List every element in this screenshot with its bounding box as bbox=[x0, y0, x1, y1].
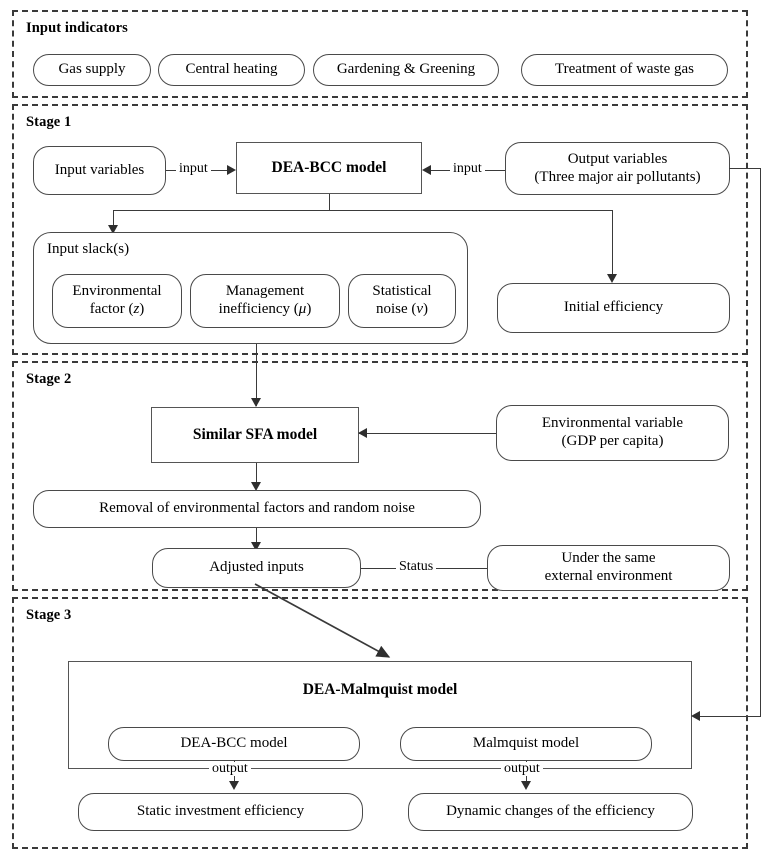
input-indicators-title: Input indicators bbox=[26, 20, 128, 36]
node-dea-bcc-model-stage1[interactable]: DEA-BCC model bbox=[236, 142, 422, 194]
statistical-noise-line2: noise (v) bbox=[375, 301, 429, 317]
stage2-title: Stage 2 bbox=[26, 371, 72, 387]
arrowhead-envvar-to-sfa bbox=[358, 427, 367, 438]
node-input-variables[interactable]: Input variables bbox=[33, 146, 166, 195]
edge-removal-to-adjusted bbox=[256, 528, 257, 548]
arrowhead-outputvars-to-deabcc bbox=[422, 164, 431, 175]
edge-deabcc-to-initial-efficiency bbox=[612, 210, 613, 276]
arrowhead-to-dynamic-changes bbox=[520, 781, 531, 790]
arrowhead-to-initial-efficiency bbox=[606, 274, 617, 283]
dea-malmquist-title: DEA-Malmquist model bbox=[302, 681, 458, 698]
statistical-noise-line1: Statistical bbox=[372, 283, 432, 300]
stage1-title: Stage 1 bbox=[26, 114, 72, 130]
output-variables-line2: (Three major air pollutants) bbox=[534, 168, 701, 185]
node-dynamic-changes-efficiency[interactable]: Dynamic changes of the efficiency bbox=[408, 793, 693, 831]
edge-label-status: Status bbox=[396, 560, 437, 574]
node-dea-bcc-model-stage3[interactable]: DEA-BCC model bbox=[108, 727, 360, 761]
edge-deabcc-to-slack bbox=[113, 210, 114, 227]
node-gas-supply[interactable]: Gas supply bbox=[33, 54, 151, 86]
stage3-title: Stage 3 bbox=[26, 607, 72, 623]
node-similar-sfa-model[interactable]: Similar SFA model bbox=[151, 407, 359, 463]
node-environmental-variable[interactable]: Environmental variable (GDP per capita) bbox=[496, 405, 729, 461]
edge-deabcc-stem bbox=[329, 194, 330, 210]
management-inefficiency-line2: inefficiency (μ) bbox=[218, 301, 312, 317]
edge-label-output-right: output bbox=[501, 762, 543, 776]
arrowhead-removal-to-adjusted bbox=[250, 542, 261, 551]
node-initial-efficiency[interactable]: Initial efficiency bbox=[497, 283, 730, 333]
environmental-variable-line2: (GDP per capita) bbox=[561, 433, 664, 449]
arrowhead-to-static-efficiency bbox=[228, 781, 239, 790]
arrowhead-slack-to-sfa bbox=[250, 398, 261, 407]
edge-right-rail-into-malmquist bbox=[700, 716, 761, 717]
edge-label-input-right: input bbox=[450, 162, 485, 176]
node-static-investment-efficiency[interactable]: Static investment efficiency bbox=[78, 793, 363, 831]
edge-slack-to-sfa bbox=[256, 344, 257, 406]
arrowhead-sfa-to-removal bbox=[250, 482, 261, 491]
node-removal-env-factors[interactable]: Removal of environmental factors and ran… bbox=[33, 490, 481, 528]
input-slack-title: Input slack(s) bbox=[47, 241, 130, 257]
edge-envvar-to-sfa bbox=[359, 433, 496, 434]
node-gardening-greening[interactable]: Gardening & Greening bbox=[313, 54, 499, 86]
environmental-factor-line1: Environmental bbox=[72, 283, 162, 300]
same-env-line1: Under the same bbox=[561, 550, 656, 567]
symbol-v: v bbox=[416, 301, 424, 317]
node-same-external-environment[interactable]: Under the same external environment bbox=[487, 545, 730, 591]
same-env-line2: external environment bbox=[544, 568, 673, 584]
environmental-variable-line1: Environmental variable bbox=[541, 415, 684, 432]
environmental-factor-line2: factor (z) bbox=[89, 301, 145, 317]
node-management-inefficiency[interactable]: Management inefficiency (μ) bbox=[190, 274, 340, 328]
edge-deabcc-split-bus bbox=[113, 210, 613, 211]
edge-label-input-left: input bbox=[176, 162, 211, 176]
node-output-variables[interactable]: Output variables (Three major air pollut… bbox=[505, 142, 730, 195]
symbol-mu: μ bbox=[298, 301, 307, 317]
node-environmental-factor[interactable]: Environmental factor (z) bbox=[52, 274, 182, 328]
node-malmquist-model[interactable]: Malmquist model bbox=[400, 727, 652, 761]
input-indicators-section bbox=[12, 10, 748, 98]
management-inefficiency-line1: Management bbox=[225, 283, 305, 300]
edge-outputvars-right-out bbox=[729, 168, 761, 169]
node-treatment-waste-gas[interactable]: Treatment of waste gas bbox=[521, 54, 728, 86]
node-statistical-noise[interactable]: Statistical noise (v) bbox=[348, 274, 456, 328]
node-central-heating[interactable]: Central heating bbox=[158, 54, 305, 86]
node-adjusted-inputs[interactable]: Adjusted inputs bbox=[152, 548, 361, 588]
stage1-section bbox=[12, 104, 748, 355]
edge-label-output-left: output bbox=[209, 762, 251, 776]
edge-sfa-to-removal bbox=[256, 463, 257, 488]
edge-right-rail-down bbox=[760, 168, 761, 716]
arrowhead-rail-into-malmquist bbox=[691, 710, 700, 721]
arrowhead-deabcc-to-slack bbox=[107, 225, 118, 234]
output-variables-line1: Output variables bbox=[567, 150, 668, 167]
arrowhead-inputvars-to-deabcc bbox=[227, 164, 236, 175]
symbol-z: z bbox=[133, 301, 140, 317]
